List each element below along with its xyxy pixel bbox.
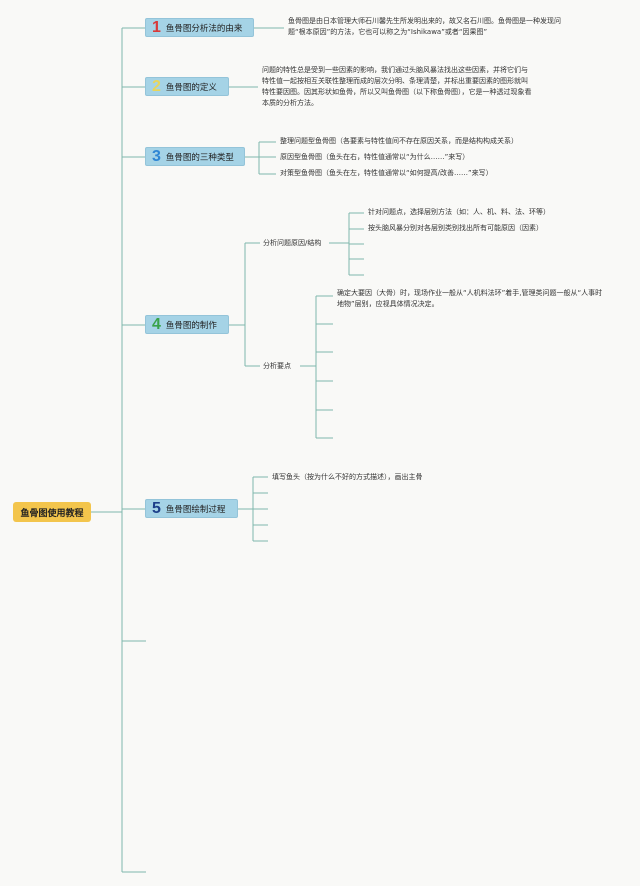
branch-drawing-process[interactable]: 5 鱼骨图绘制过程 bbox=[145, 499, 238, 518]
branch-label: 鱼骨图的三种类型 bbox=[165, 152, 234, 163]
origin-description: 鱼骨图是由日本管理大师石川馨先生所发明出来的，故又名石川图。鱼骨图是一种发现问题… bbox=[288, 17, 561, 36]
sub-node-key-points[interactable]: 分析要点 bbox=[263, 362, 291, 370]
root-node[interactable]: 鱼骨图使用教程 bbox=[13, 502, 91, 522]
process-item: 填写鱼头（按为什么不好的方式描述），画出主骨 bbox=[272, 473, 423, 481]
branch-number: 4 bbox=[152, 316, 161, 333]
type-item: 整理问题型鱼骨图（各要素与特性值间不存在原因关系，而是结构构成关系） bbox=[280, 137, 518, 145]
key-points-description: 确定大要因（大骨）时，现场作业一般从“人机料法环”着手,管理类问题一般从“人事时… bbox=[337, 289, 603, 308]
cause-item: 按头脑风暴分别对各层别类别找出所有可能原因（因素） bbox=[368, 224, 543, 232]
branch-label: 鱼骨图的制作 bbox=[165, 320, 217, 331]
branch-definition[interactable]: 2 鱼骨图的定义 bbox=[145, 77, 229, 96]
branch-label: 鱼骨图分析法的由来 bbox=[165, 23, 243, 34]
branch-origin[interactable]: 1 鱼骨图分析法的由来 bbox=[145, 18, 254, 37]
branch-number: 3 bbox=[152, 148, 161, 165]
branch-label: 鱼骨图的定义 bbox=[165, 82, 217, 93]
root-label: 鱼骨图使用教程 bbox=[20, 508, 84, 519]
sub-node-analyze-cause[interactable]: 分析问题原因/结构 bbox=[263, 239, 322, 247]
branch-number: 5 bbox=[152, 500, 161, 517]
branch-types[interactable]: 3 鱼骨图的三种类型 bbox=[145, 147, 245, 166]
type-item: 原因型鱼骨图（鱼头在右，特性值通常以“为什么……”来写） bbox=[280, 153, 470, 161]
branch-making[interactable]: 4 鱼骨图的制作 bbox=[145, 315, 229, 334]
cause-item: 针对问题点，选择层别方法（如：人、机、料、法、环等） bbox=[368, 208, 550, 216]
branch-number: 1 bbox=[152, 19, 161, 36]
definition-description: 问题的特性总是受到一些因素的影响，我们通过头脑风暴法找出这些因素，并将它们与特性… bbox=[262, 66, 532, 107]
type-item: 对策型鱼骨图（鱼头在左，特性值通常以“如何提高/改善……”来写） bbox=[280, 169, 493, 177]
branch-label: 鱼骨图绘制过程 bbox=[165, 504, 226, 515]
branch-number: 2 bbox=[152, 78, 161, 95]
